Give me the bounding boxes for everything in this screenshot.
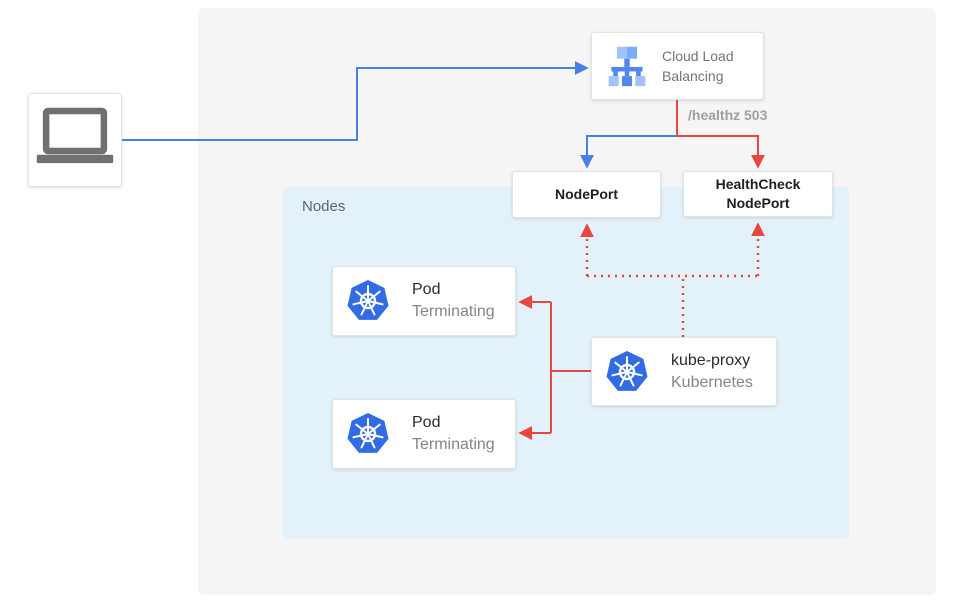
pod-title: Pod bbox=[412, 414, 441, 432]
cloud-load-balancing-node: Cloud Load Balancing bbox=[591, 32, 764, 100]
nodes-group-label: Nodes bbox=[302, 198, 346, 215]
healthcheck-nodeport-label: HealthCheck NodePort bbox=[715, 176, 801, 211]
kube-proxy-subtitle: Kubernetes bbox=[671, 373, 753, 391]
pod-status: Terminating bbox=[412, 303, 495, 320]
healthcheck-nodeport-node: HealthCheck NodePort bbox=[683, 171, 833, 217]
nodeport-node: NodePort bbox=[512, 171, 661, 218]
pod-terminating-node-1: Pod Terminating bbox=[332, 266, 516, 336]
kube-proxy-node: kube-proxy Kubernetes bbox=[591, 337, 777, 406]
pod-text: Pod Terminating bbox=[412, 279, 495, 322]
pod-status: Terminating bbox=[412, 436, 495, 453]
client-node bbox=[28, 93, 122, 187]
pod-terminating-node-2: Pod Terminating bbox=[332, 399, 516, 469]
kube-proxy-text: kube-proxy Kubernetes bbox=[671, 350, 753, 393]
cloud-load-balancing-icon bbox=[605, 44, 649, 88]
cloud-load-balancing-label: Cloud Load Balancing bbox=[662, 47, 734, 84]
kubernetes-icon bbox=[605, 350, 649, 394]
kubernetes-icon bbox=[346, 279, 390, 323]
kube-proxy-title: kube-proxy bbox=[671, 351, 751, 369]
pod-text: Pod Terminating bbox=[412, 412, 495, 455]
nodeport-label: NodePort bbox=[555, 186, 618, 203]
kubernetes-icon bbox=[346, 412, 390, 456]
laptop-icon bbox=[34, 107, 116, 174]
pod-title: Pod bbox=[412, 281, 441, 299]
healthz-503-annotation: /healthz 503 bbox=[688, 107, 768, 123]
